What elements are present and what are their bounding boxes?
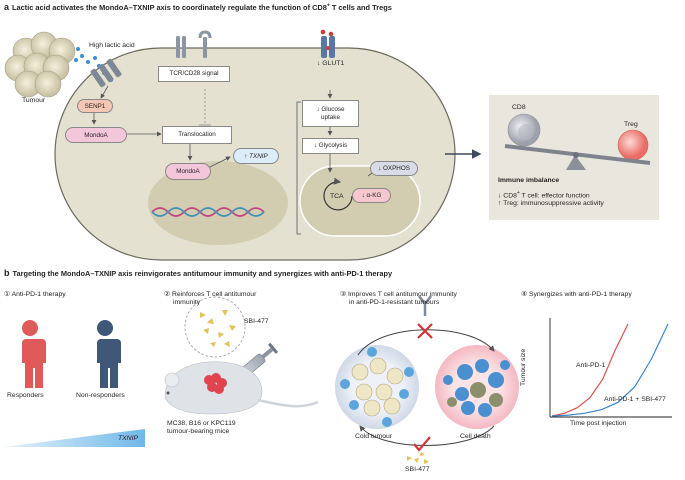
- legend-anti-pd1: Anti-PD-1: [576, 362, 606, 369]
- non-responder-figure: [93, 320, 121, 388]
- legend-anti-pd1-sbi477: Anti-PD-1 + SBI-477: [604, 396, 666, 403]
- sbi-477-particles-bottom: [407, 452, 429, 464]
- immune-imbalance-title: Immune imbalance: [498, 177, 560, 184]
- step2-label: ② Reinforces T cell antitumour immunity: [164, 291, 257, 306]
- glut1-transporter-icon: [320, 29, 335, 58]
- senp1-node: SENP1: [77, 99, 113, 113]
- glut1-label: ↓ GLUT1: [317, 60, 345, 67]
- glucose-uptake-box: ↓ Glucose uptake: [302, 100, 359, 127]
- cold-tumour-label: Cold tumour: [355, 433, 393, 440]
- anti-pd1-antibody-icon: [418, 295, 432, 316]
- tca-label: TCA: [330, 193, 344, 200]
- mice-label: MC38, B16 or KPC119 tumour-bearing mice: [167, 420, 236, 435]
- step4-label: ④ Synergizes with anti-PD-1 therapy: [521, 291, 632, 298]
- txnip-node: ↑ TXNIP: [233, 148, 279, 164]
- nucleus-mondoa-node: MondoA: [165, 163, 211, 180]
- oxphos-node: ↓ OXPHOS: [370, 161, 418, 176]
- step1-label: ① Anti-PD-1 therapy: [4, 291, 66, 298]
- tcr-cd28-signal-box: TCR/CD28 signal: [158, 66, 230, 82]
- nucleus: [148, 161, 288, 245]
- chart-series-line-1: [551, 323, 629, 417]
- lactate-transporter-icon: [90, 58, 122, 88]
- tcr-cd28-receptor-icon: [176, 30, 212, 58]
- cd8-label: CD8: [512, 104, 526, 111]
- cold-tumour-cells: [340, 347, 414, 427]
- cell-death-label: Cell death: [460, 433, 491, 440]
- txnip-gradient-label: TXNIP: [118, 435, 139, 442]
- treg-label: Treg: [624, 121, 638, 128]
- cell-death-tumour-cells: [443, 359, 510, 417]
- translocation-box: Translocation: [162, 126, 232, 144]
- sbi-477-compound-circle: [184, 296, 246, 358]
- tumour-cluster: [4, 31, 76, 98]
- responder-figure: [18, 320, 46, 388]
- immune-imbalance-line1: ↓ CD8+ T cell: effector function: [498, 190, 590, 200]
- tumour-label: Tumour: [22, 97, 46, 104]
- chart-ylabel: Tumour size: [520, 348, 527, 386]
- seesaw-fulcrum: [566, 155, 586, 170]
- alpha-kg-node: ↓ α-KG: [352, 188, 391, 203]
- chart-series-line-2: [551, 323, 669, 417]
- responders-label: Responders: [7, 392, 44, 399]
- success-check-icon: [413, 436, 431, 452]
- step3-label: ③ Improves T cell antitumour immunity in…: [340, 291, 457, 306]
- txnip-gradient-bar: [4, 429, 145, 447]
- mondoa-node: MondoA: [65, 127, 127, 143]
- sbi-477-label: SBI-477: [244, 318, 269, 325]
- high-lactic-acid-label: High lactic acid: [89, 42, 135, 49]
- glycolysis-box: ↓ Glycolysis: [302, 138, 359, 154]
- treg-cell-icon: [617, 129, 649, 161]
- non-responders-label: Non-responders: [76, 392, 125, 399]
- immune-imbalance-line2: ↑ Treg: immunosuppressive activity: [498, 200, 604, 207]
- mouse-icon: [164, 361, 319, 415]
- mouse-tumour-icon: [204, 373, 227, 394]
- chart-xlabel: Time post injection: [570, 420, 627, 427]
- chart-axes: [549, 318, 672, 418]
- dna-helix-icon: [151, 207, 265, 217]
- blocked-x-icon: [417, 323, 433, 339]
- chart-series: [551, 323, 669, 417]
- sbi-477-bottom-label: SBI-477: [405, 466, 430, 473]
- sbi-477-particles: [200, 310, 236, 347]
